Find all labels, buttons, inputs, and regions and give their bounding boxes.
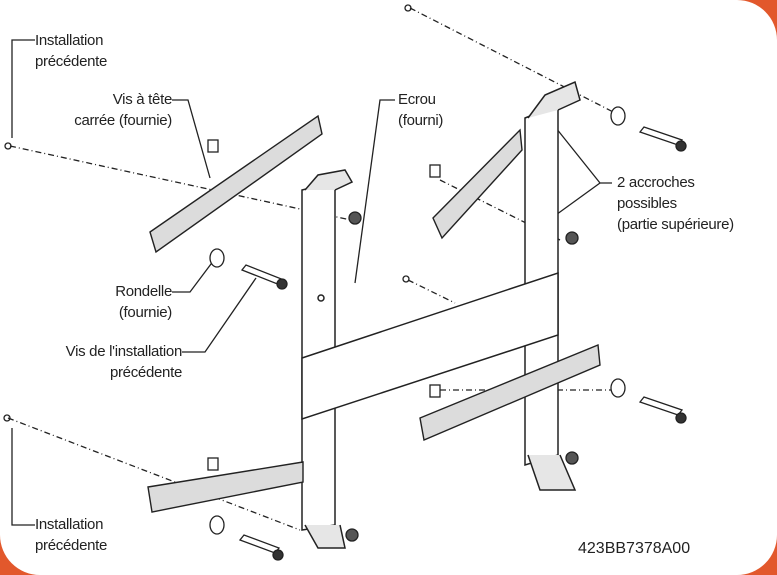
label-square-head-screw: Vis à tête carrée (fournie) [74, 89, 172, 131]
label-line: (partie supérieure) [617, 216, 734, 233]
label-line: précédente [35, 53, 108, 70]
label-line: Installation [35, 32, 104, 49]
label-nut: Ecrou (fourni) [398, 89, 443, 131]
label-line: possibles [617, 195, 677, 212]
label-line: 2 accroches [617, 174, 695, 191]
rails [147, 114, 601, 513]
label-previous-installation-top: Installation précédente [35, 30, 107, 72]
frame [301, 80, 581, 549]
label-line: (fourni) [398, 112, 444, 129]
frame-corner [697, 495, 777, 575]
frame-corner [737, 0, 777, 40]
label-line: Installation [35, 516, 104, 533]
label-washer: Rondelle (fournie) [115, 281, 172, 323]
label-previous-screw: Vis de l'installation précédente [65, 341, 183, 383]
label-line: (fournie) [118, 304, 172, 321]
frame-corner [0, 495, 80, 575]
part-code: 423BB7378A00 [578, 540, 691, 557]
label-line: précédente [35, 537, 108, 554]
label-hooks: 2 accroches possibles (partie supérieure… [617, 172, 734, 235]
label-line: précédente [109, 364, 182, 381]
label-line: Rondelle [115, 283, 172, 300]
label-line: Vis de l'installation [65, 343, 183, 360]
hardware [207, 106, 687, 561]
label-line: carrée (fournie) [74, 112, 172, 129]
label-previous-installation-bottom: Installation précédente [35, 514, 107, 556]
label-line: Ecrou [398, 91, 436, 108]
label-line: Vis à tête [112, 91, 173, 108]
